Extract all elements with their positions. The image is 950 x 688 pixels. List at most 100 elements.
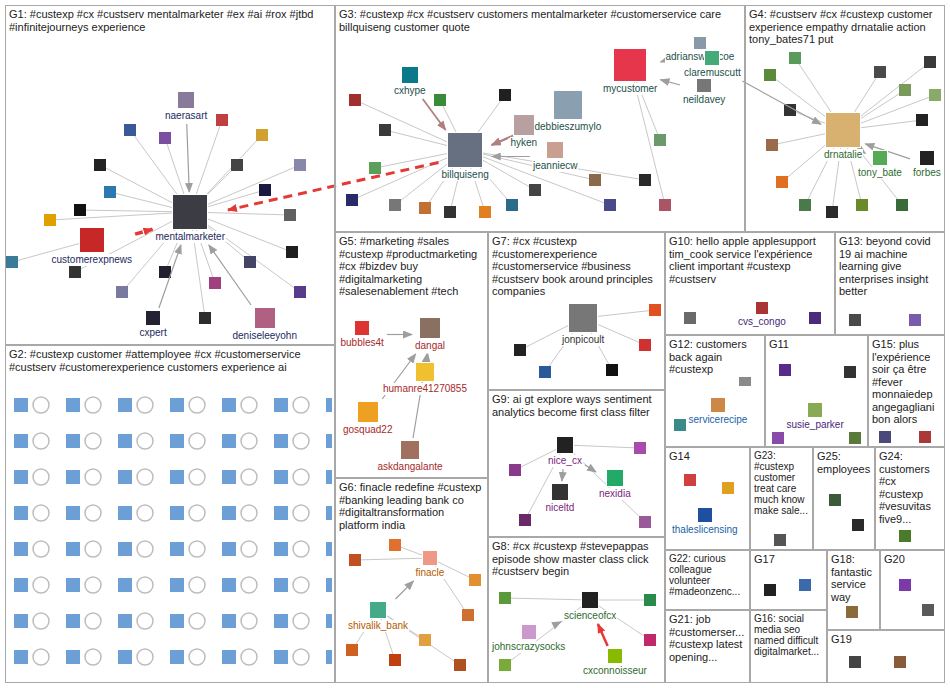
avatar-icon — [825, 112, 861, 148]
avatar-icon — [551, 483, 569, 501]
avatar-icon — [909, 314, 921, 326]
avatar-icon — [556, 436, 574, 454]
group-box: G7: #cx #custexp #customerexperience #cu… — [488, 232, 665, 390]
user-node: jonpicoult — [561, 303, 605, 346]
user-name: tony_bate — [857, 167, 903, 179]
avatar-icon — [604, 199, 616, 211]
avatar-icon — [789, 52, 801, 64]
user-name: naerasart — [164, 110, 208, 122]
group-box: G15: plus l'expérience soir ça être #fev… — [868, 335, 945, 447]
avatar-icon — [852, 519, 864, 531]
user-node: adrianswinscoe — [665, 36, 736, 63]
user-node: thaleslicensing — [671, 507, 739, 536]
avatar-icon — [849, 432, 861, 444]
avatar-icon — [389, 199, 401, 211]
avatar-icon — [286, 246, 298, 258]
user-node: gosquad22 — [342, 401, 394, 436]
avatar-icon — [159, 266, 171, 278]
avatar-icon — [856, 199, 868, 211]
user-node: debbieszumylo — [534, 90, 603, 133]
group-box: G11susie_parker — [765, 335, 868, 447]
user-node: dangal — [414, 317, 446, 352]
user-node: cxpert — [139, 310, 168, 339]
avatar-icon — [419, 202, 431, 214]
avatar-icon — [400, 440, 420, 460]
user-name: niceltd — [545, 502, 576, 514]
avatar-icon — [764, 69, 776, 81]
user-name: susie_parker — [786, 419, 845, 431]
group-title: G12: customers back again #custexp — [666, 336, 764, 377]
avatar-icon — [499, 89, 511, 101]
group-box: G22: curious colleague volunteer #madeon… — [665, 550, 750, 610]
avatar-icon — [772, 432, 784, 444]
group-box: G16: social media seo named difficult di… — [750, 610, 827, 683]
user-name: adrianswinscoe — [665, 51, 736, 63]
avatar-icon — [606, 364, 618, 376]
avatar-icon — [415, 362, 435, 382]
avatar-icon — [529, 184, 541, 196]
connector — [585, 465, 596, 472]
avatar-icon — [514, 344, 526, 356]
connector — [395, 581, 413, 599]
isolate-grid — [10, 394, 332, 680]
group-box: G9: ai gt explore ways sentiment analyti… — [488, 390, 665, 537]
avatar-icon — [606, 469, 624, 487]
group-box: G23: #custexp customer treat care much k… — [750, 447, 813, 550]
avatar-icon — [44, 214, 56, 226]
avatar-icon — [94, 159, 106, 171]
connector — [742, 81, 821, 124]
connector — [159, 245, 181, 308]
user-node: humanre41270855 — [382, 362, 468, 395]
avatar-icon — [454, 659, 466, 671]
avatar-icon — [755, 301, 769, 315]
user-name: claremuscutt — [683, 67, 742, 79]
user-node: shivalik_bank — [347, 601, 409, 632]
avatar-icon — [346, 194, 358, 206]
avatar-icon — [509, 464, 521, 476]
user-name: drnatalie — [823, 149, 863, 161]
avatar-icon — [444, 206, 456, 218]
connector — [660, 61, 662, 63]
avatar-icon — [104, 186, 116, 198]
user-node: jeanniecw — [532, 141, 578, 172]
avatar-icon — [774, 534, 786, 546]
avatar-icon — [6, 256, 18, 268]
avatar-icon — [589, 174, 601, 186]
avatar-icon — [254, 307, 276, 329]
avatar-icon — [159, 132, 171, 144]
user-name: servicerecipe — [688, 414, 749, 426]
avatar-icon — [639, 174, 651, 186]
user-node: niceltd — [545, 483, 576, 514]
user-name: debbieszumylo — [534, 121, 603, 133]
group-title: G3: #custexp #cx #custserv customers men… — [336, 6, 744, 34]
avatar-icon — [607, 648, 623, 664]
group-title: G10: hello apple applesupport tim_cook s… — [666, 233, 834, 286]
user-node: susie_parker — [786, 402, 845, 431]
avatar-icon — [434, 94, 446, 106]
avatar-icon — [899, 579, 911, 591]
group-title: G21: job #customerser... #custexp latest… — [666, 611, 749, 664]
group-title: G24: customers #cx #custexp #vesuvitas f… — [876, 448, 944, 526]
avatar-icon — [79, 227, 105, 253]
user-name: neildavey — [682, 94, 726, 106]
group-box: G24: customers #cx #custexp #vesuvitas f… — [875, 447, 945, 550]
avatar-icon — [849, 656, 861, 668]
avatar-icon — [872, 150, 888, 166]
user-name: cvs_congo — [737, 316, 787, 328]
user-name: mycustomer — [602, 83, 658, 95]
user-node: cvs_congo — [737, 301, 787, 328]
group-box: G18: fantastic service way — [827, 550, 880, 630]
user-node: mycustomer — [602, 48, 658, 95]
group-box: G2: #custexp customer #attemployee #cx #… — [5, 345, 335, 683]
user-node: nice_cx — [547, 436, 583, 467]
avatar-icon — [389, 539, 401, 551]
connector — [187, 124, 189, 192]
group-title: G6: finacle redefine #custexp #banking l… — [336, 479, 487, 532]
group-box: G8: #cx #custexp #stevepappas episode sh… — [488, 537, 665, 683]
avatar-icon — [674, 419, 686, 431]
avatar-icon — [809, 312, 821, 324]
user-node: scienceofcx — [563, 591, 617, 622]
group-box: G4: #custserv #cx #custexp customer expe… — [745, 5, 945, 232]
avatar-icons — [6, 52, 941, 671]
avatar-icon — [764, 584, 776, 596]
